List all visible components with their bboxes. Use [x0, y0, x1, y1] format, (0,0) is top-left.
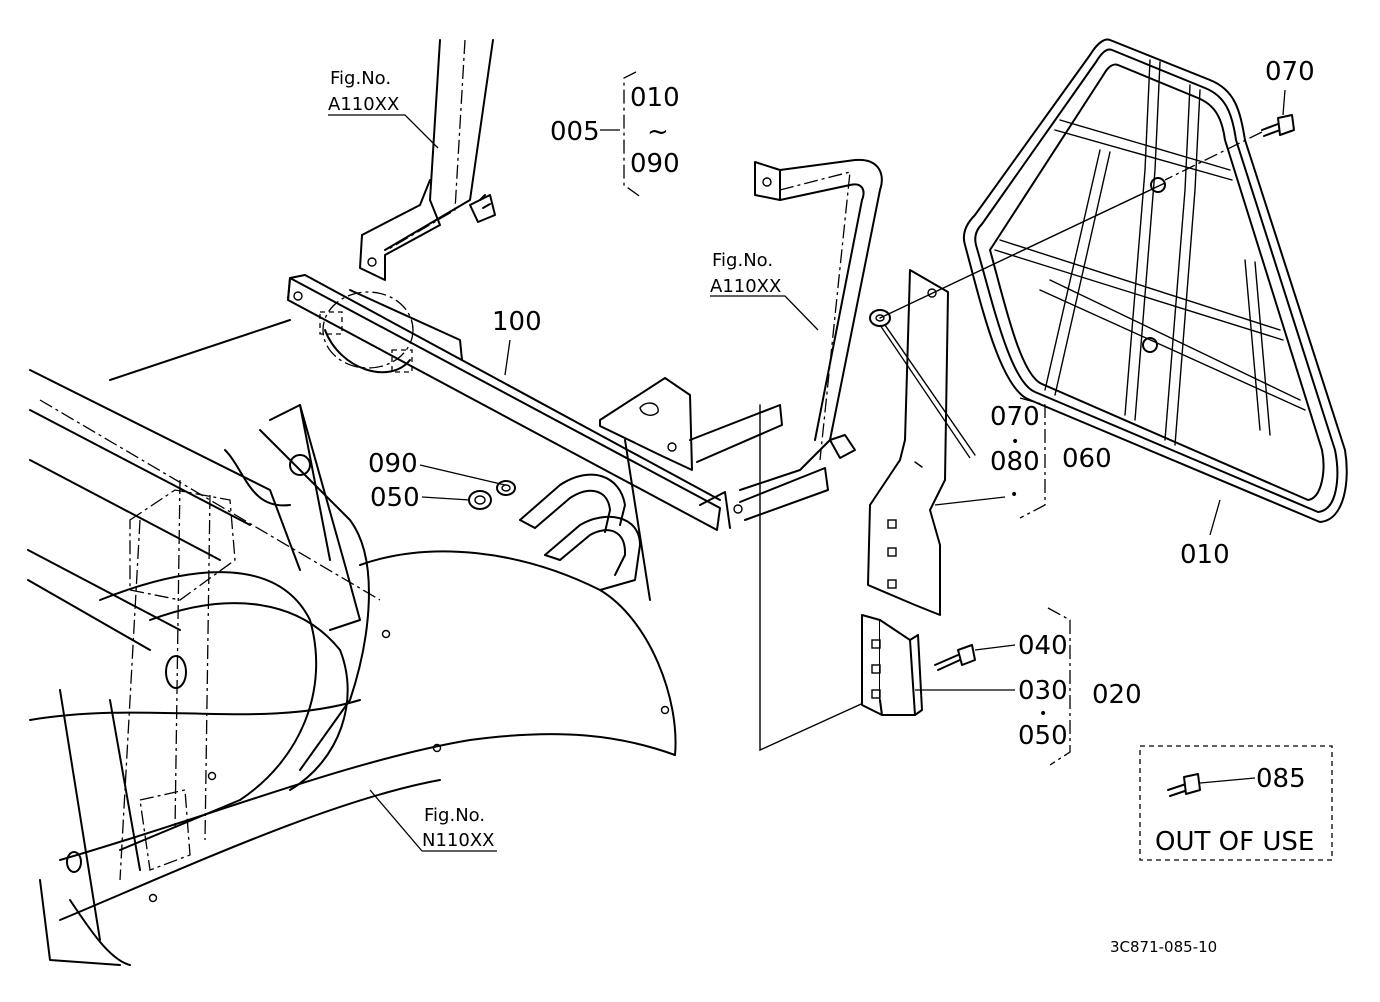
- out-of-use-text: OUT OF USE: [1155, 827, 1314, 857]
- label-070: 070: [990, 402, 1040, 432]
- part-010-reflector: [962, 38, 1348, 523]
- label-070-top: 070: [1265, 57, 1315, 87]
- group-005-tilde: ~: [647, 117, 669, 147]
- label-040: 040: [1018, 631, 1068, 661]
- fig-label: Fig.No.: [424, 805, 485, 826]
- fig-code: A110XX: [328, 94, 399, 115]
- label-050: 050: [370, 483, 420, 513]
- bullet-080: •: [1010, 487, 1018, 503]
- fig-code: A110XX: [710, 276, 781, 297]
- u-bolt: [519, 473, 641, 591]
- group-005-to: 090: [630, 149, 680, 179]
- leader-lines: [328, 89, 1286, 852]
- bullet-030-050: •: [1039, 706, 1047, 722]
- label-085: 085: [1256, 764, 1306, 794]
- fig-label: Fig.No.: [712, 250, 773, 271]
- part-060-plate: [867, 269, 949, 616]
- fig-label: Fig.No.: [330, 68, 391, 89]
- upper-right-stay: [739, 158, 883, 752]
- fig-code: N110XX: [422, 830, 494, 851]
- group-005-number: 005: [550, 117, 600, 147]
- group-005-from: 010: [630, 83, 680, 113]
- fig-ref-n110xx: Fig.No. N110XX: [422, 805, 494, 851]
- tractor-frame-drawing: [27, 319, 677, 966]
- drawing-code: 3C871-085-10: [1110, 938, 1217, 956]
- bullet-070-080: •: [1011, 434, 1019, 450]
- label-090: 090: [368, 449, 418, 479]
- label-010: 010: [1180, 540, 1230, 570]
- assembly-lines: [879, 131, 1263, 456]
- part-100-crossbar: [287, 274, 829, 601]
- label-030: 030: [1018, 676, 1068, 706]
- label-020: 020: [1092, 680, 1142, 710]
- label-060: 060: [1062, 444, 1112, 474]
- label-100: 100: [492, 307, 542, 337]
- label-050b: 050: [1018, 721, 1068, 751]
- group-005-label: 005 010 ~ 090: [550, 83, 680, 179]
- out-of-use-box: [1139, 745, 1333, 861]
- upper-left-stay: [359, 39, 496, 281]
- bolt-070: [1261, 114, 1295, 137]
- fig-ref-a110xx-right: Fig.No. A110XX: [710, 250, 781, 297]
- label-080: 080: [990, 447, 1040, 477]
- part-020-bracket: [861, 614, 976, 716]
- group-brackets: [623, 71, 1071, 766]
- fig-ref-a110xx-left: Fig.No. A110XX: [328, 68, 399, 115]
- washer-nut-left: [468, 480, 516, 510]
